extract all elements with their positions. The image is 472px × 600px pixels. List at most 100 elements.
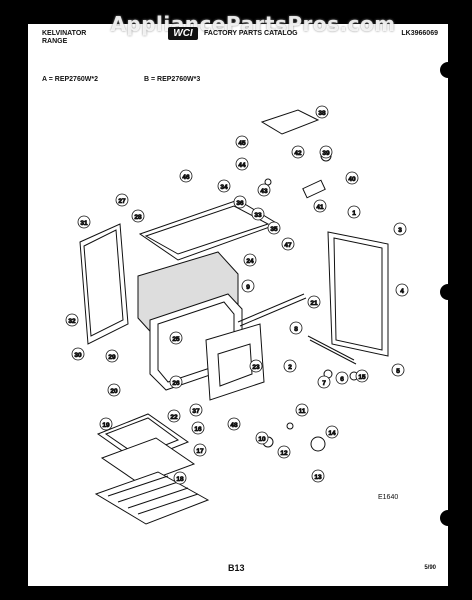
callout-15: 15 bbox=[355, 369, 369, 383]
exploded-parts-diagram: 1 2 3 4 5 6 7 8 9 10 11 12 13 14 15 16 1… bbox=[65, 105, 409, 525]
callout-label: 12 bbox=[280, 450, 288, 457]
callout-30: 30 bbox=[71, 347, 85, 361]
callout-label: 47 bbox=[284, 242, 292, 249]
callout-12: 12 bbox=[277, 445, 291, 459]
callout-43: 43 bbox=[257, 183, 271, 197]
callout-label: 41 bbox=[316, 204, 324, 211]
callout-label: 30 bbox=[74, 352, 82, 359]
callout-label: 44 bbox=[238, 162, 246, 169]
callout-label: 28 bbox=[134, 214, 142, 221]
callout-16: 16 bbox=[191, 421, 205, 435]
callout-label: 21 bbox=[310, 300, 318, 307]
callout-23: 23 bbox=[249, 359, 263, 373]
catalog-part-number: LK3966069 bbox=[401, 30, 438, 37]
callout-40: 40 bbox=[345, 171, 359, 185]
callout-9: 9 bbox=[241, 279, 255, 293]
callout-28: 28 bbox=[131, 209, 145, 223]
callout-label: 1 bbox=[352, 210, 356, 217]
callout-21: 21 bbox=[307, 295, 321, 309]
callout-label: 32 bbox=[68, 318, 76, 325]
catalog-title: FACTORY PARTS CATALOG bbox=[204, 30, 298, 37]
callout-33: 33 bbox=[251, 207, 265, 221]
callout-label: 10 bbox=[258, 436, 266, 443]
callout-label: 26 bbox=[172, 380, 180, 387]
callout-label: 31 bbox=[80, 220, 88, 227]
callout-label: 35 bbox=[270, 226, 278, 233]
callout-32: 32 bbox=[65, 313, 79, 327]
callout-label: 19 bbox=[102, 422, 110, 429]
callout-label: 37 bbox=[192, 408, 200, 415]
callout-17: 17 bbox=[193, 443, 207, 457]
binder-hole bbox=[440, 510, 456, 526]
callout-20: 20 bbox=[107, 383, 121, 397]
callout-label: 11 bbox=[299, 408, 306, 415]
callout-label: 43 bbox=[260, 188, 268, 195]
callout-label: 3 bbox=[398, 227, 402, 234]
callout-37: 37 bbox=[189, 403, 203, 417]
callout-label: 4 bbox=[400, 288, 404, 295]
callout-48: 48 bbox=[227, 417, 241, 431]
callout-39: 39 bbox=[319, 145, 333, 159]
callout-label: 23 bbox=[252, 364, 260, 371]
callout-label: 18 bbox=[176, 476, 184, 483]
model-b: B = REP2760W*3 bbox=[144, 76, 201, 83]
callout-label: 38 bbox=[318, 110, 326, 117]
binder-hole bbox=[440, 62, 456, 78]
parts-catalog-page: AppliancePartsPros.com KELVINATOR RANGE … bbox=[28, 12, 456, 586]
callout-label: 36 bbox=[236, 200, 244, 207]
callout-label: 42 bbox=[294, 150, 302, 157]
wci-logo: WCI bbox=[168, 27, 198, 40]
callout-36: 36 bbox=[233, 195, 247, 209]
binder-hole bbox=[440, 284, 456, 300]
callout-42: 42 bbox=[291, 145, 305, 159]
callout-label: 29 bbox=[108, 354, 116, 361]
callout-24: 24 bbox=[243, 253, 257, 267]
callout-label: 14 bbox=[328, 430, 336, 437]
figure-id: E1640 bbox=[378, 494, 399, 501]
callout-27: 27 bbox=[115, 193, 129, 207]
model-a: A = REP2760W*2 bbox=[42, 76, 98, 83]
callout-label: 25 bbox=[172, 336, 180, 343]
callout-label: 6 bbox=[340, 376, 344, 383]
callout-14: 14 bbox=[325, 425, 339, 439]
callout-label: 2 bbox=[288, 364, 292, 371]
brand-subtitle: RANGE bbox=[42, 38, 68, 45]
callout-label: 8 bbox=[294, 326, 298, 333]
callout-10: 10 bbox=[255, 431, 269, 445]
callout-44: 44 bbox=[235, 157, 249, 171]
callout-label: 24 bbox=[246, 258, 254, 265]
callout-label: 17 bbox=[196, 448, 204, 455]
callout-2: 2 bbox=[283, 359, 297, 373]
callout-label: 5 bbox=[396, 368, 400, 375]
callout-3: 3 bbox=[393, 222, 407, 236]
callout-29: 29 bbox=[105, 349, 119, 363]
callout-label: 33 bbox=[254, 212, 262, 219]
callout-22: 22 bbox=[167, 409, 181, 423]
callout-6: 6 bbox=[335, 371, 349, 385]
callout-label: 46 bbox=[182, 174, 190, 181]
callout-13: 13 bbox=[311, 469, 325, 483]
callout-label: 22 bbox=[170, 414, 178, 421]
callout-label: 45 bbox=[238, 140, 246, 147]
callout-19: 19 bbox=[99, 417, 113, 431]
callout-label: 15 bbox=[358, 374, 366, 381]
callout-label: 16 bbox=[194, 426, 202, 433]
callout-1: 1 bbox=[347, 205, 361, 219]
callout-47: 47 bbox=[281, 237, 295, 251]
watermark: AppliancePartsPros.com bbox=[110, 12, 396, 36]
callout-25: 25 bbox=[169, 331, 183, 345]
callout-26: 26 bbox=[169, 375, 183, 389]
callout-8: 8 bbox=[289, 321, 303, 335]
callout-5: 5 bbox=[391, 363, 405, 377]
callout-45: 45 bbox=[235, 135, 249, 149]
callout-label: 48 bbox=[230, 422, 238, 429]
callout-7: 7 bbox=[317, 375, 331, 389]
callout-label: 34 bbox=[220, 184, 228, 191]
callout-label: 13 bbox=[314, 474, 322, 481]
callout-label: 27 bbox=[118, 198, 126, 205]
page-number: B13 bbox=[228, 563, 245, 573]
callout-41: 41 bbox=[313, 199, 327, 213]
revision-date: 5/90 bbox=[424, 565, 436, 571]
callout-34: 34 bbox=[217, 179, 231, 193]
callout-35: 35 bbox=[267, 221, 281, 235]
